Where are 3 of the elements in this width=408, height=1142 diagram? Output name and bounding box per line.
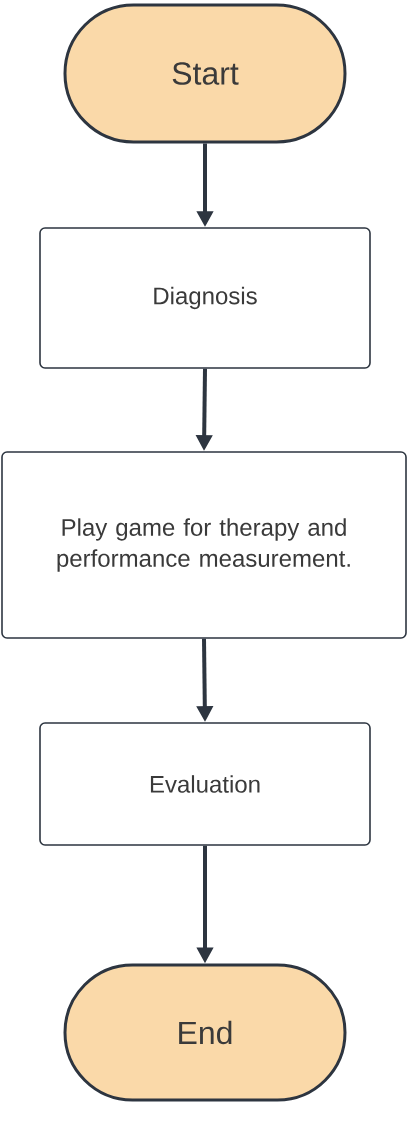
process-box: Diagnosis (39, 227, 371, 369)
process-box: Evaluation (39, 722, 371, 846)
process-box: Play game for therapy and performance measurement. (1, 451, 407, 639)
